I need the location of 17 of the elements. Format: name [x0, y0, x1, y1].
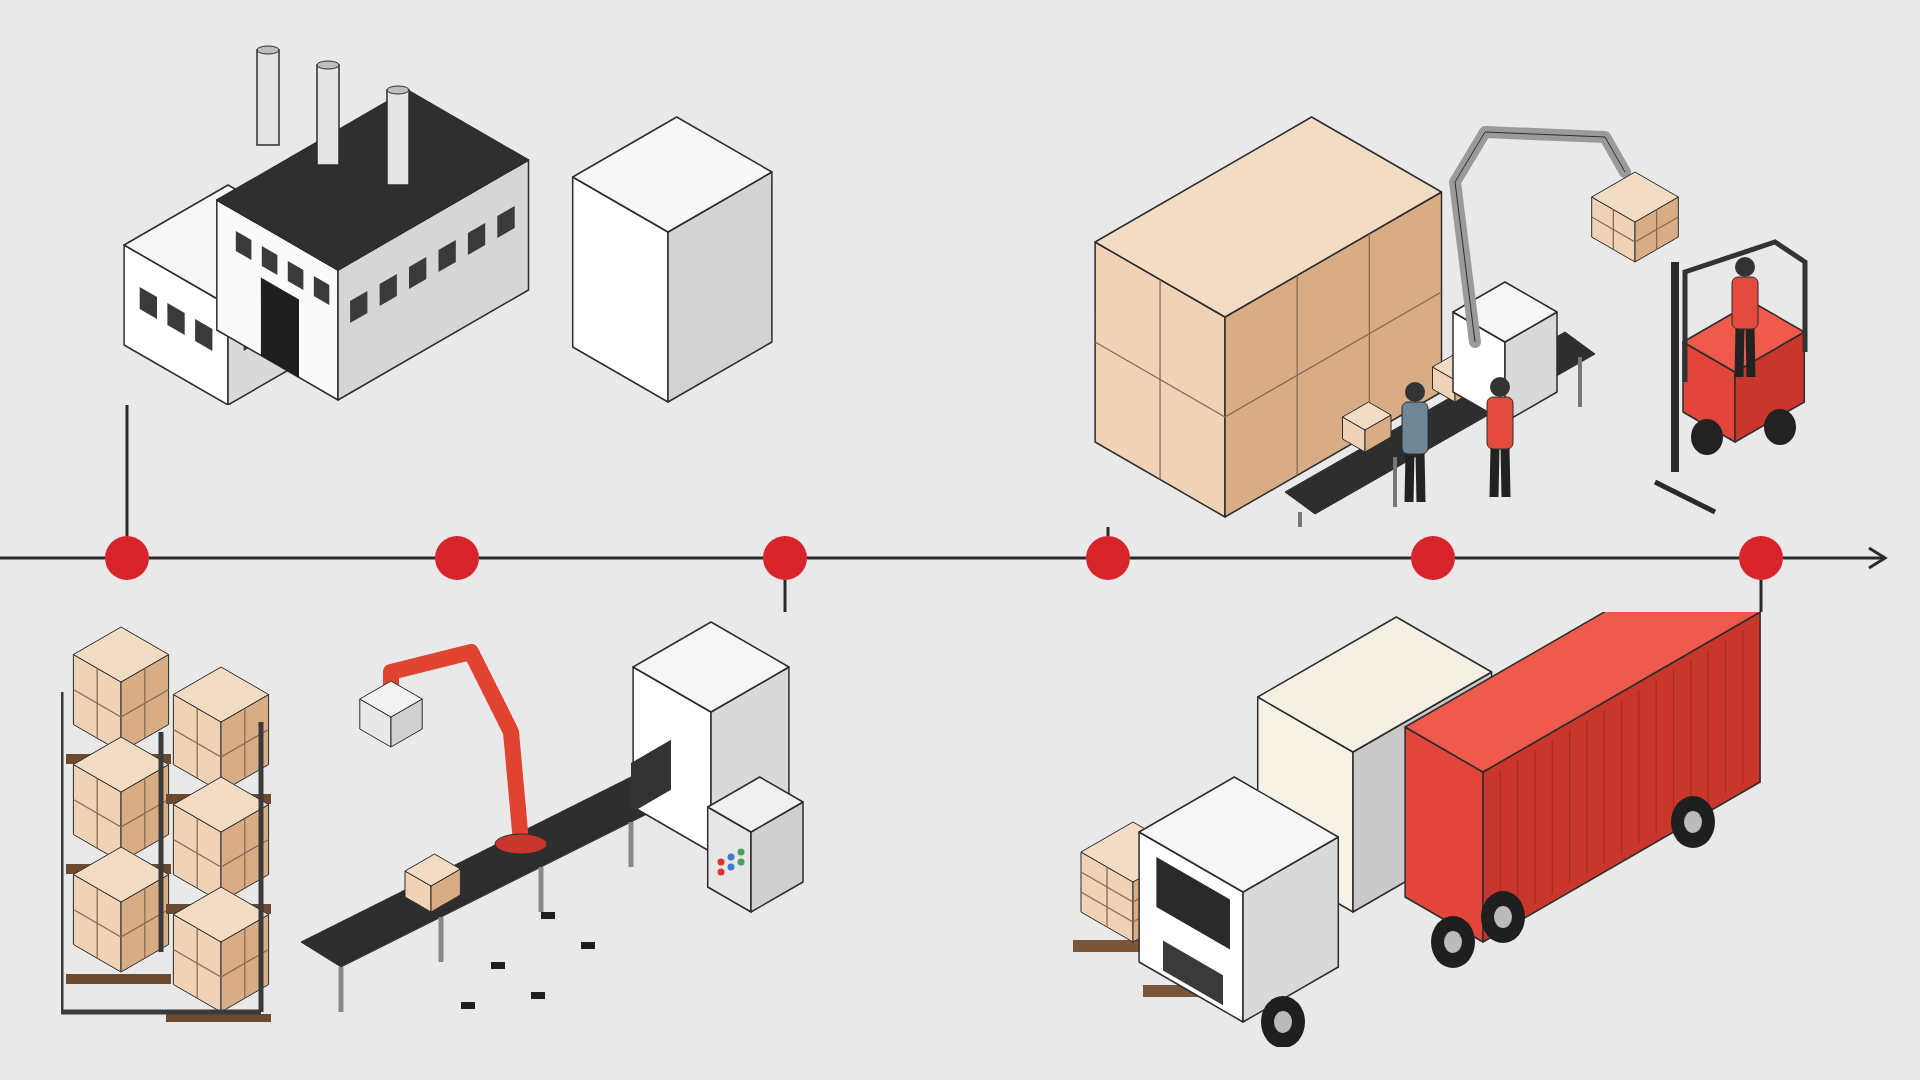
timeline-dot [1739, 536, 1783, 580]
leader-line [1106, 527, 1110, 536]
leader-line [1759, 580, 1763, 612]
timeline-dot [105, 536, 149, 580]
timeline-dot [1086, 536, 1130, 580]
leader-line [125, 405, 129, 536]
timeline-line [149, 556, 435, 560]
timeline-dot [1411, 536, 1455, 580]
timeline-dot [435, 536, 479, 580]
timeline-line [479, 556, 763, 560]
timeline-line [807, 556, 1086, 560]
timeline-line [1130, 556, 1411, 560]
timeline-line [0, 556, 105, 560]
timeline-arrow [1783, 546, 1887, 570]
timeline-dot [763, 536, 807, 580]
leader-line [783, 580, 787, 612]
timeline-line [1455, 556, 1739, 560]
